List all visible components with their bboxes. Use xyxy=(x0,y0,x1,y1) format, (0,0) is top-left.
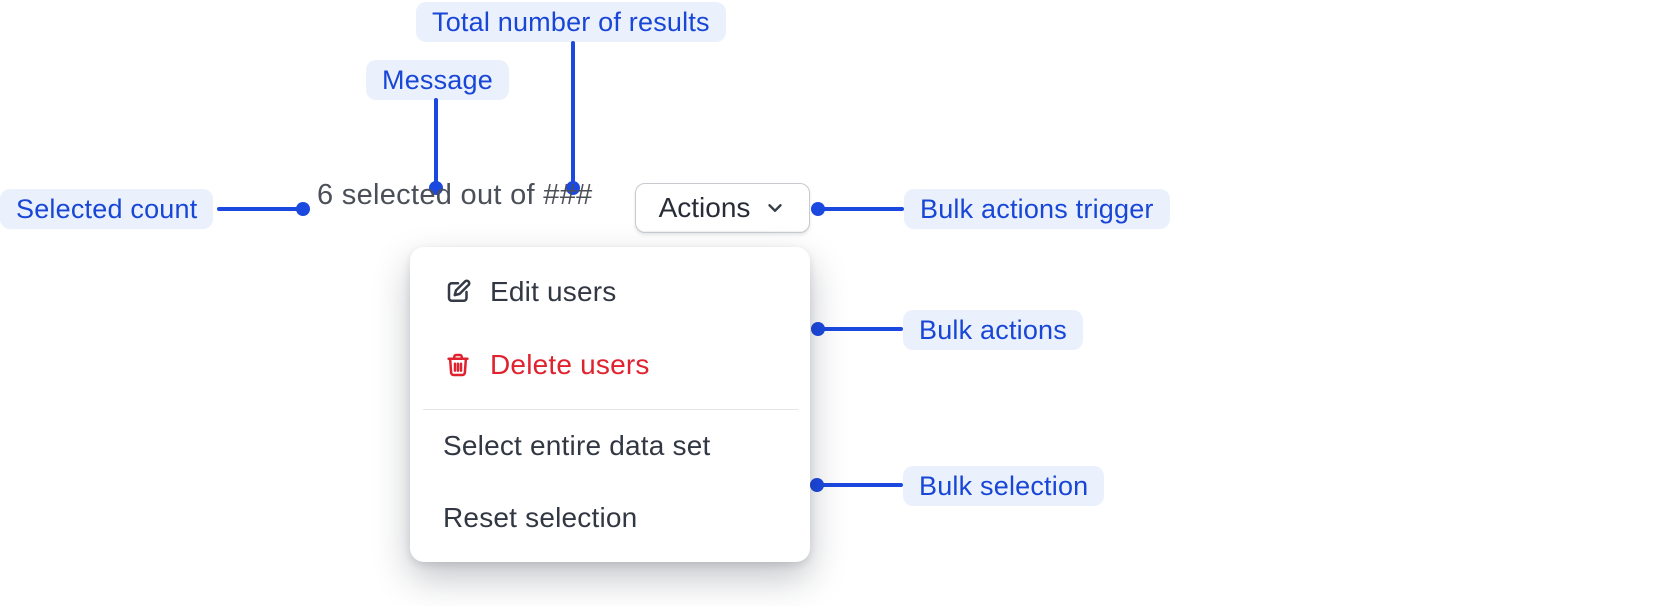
annotation-bulk-actions: Bulk actions xyxy=(903,310,1083,350)
menu-item-label: Select entire data set xyxy=(443,430,711,461)
actions-button-label: Actions xyxy=(658,192,751,223)
connector-dot-selected-count xyxy=(296,202,310,216)
menu-item-reset-selection[interactable]: Reset selection xyxy=(410,482,810,554)
trash-icon xyxy=(443,350,473,380)
menu-item-edit-users[interactable]: Edit users xyxy=(410,255,810,328)
bulk-actions-menu: Edit users Delete users Select entire da… xyxy=(410,247,810,562)
menu-item-label: Delete users xyxy=(490,348,650,380)
menu-item-label: Reset selection xyxy=(443,502,638,533)
connector-line-bulk-actions xyxy=(818,327,903,331)
annotation-selected-count: Selected count xyxy=(0,189,214,229)
menu-divider xyxy=(423,409,798,410)
annotation-total-results: Total number of results xyxy=(416,2,726,42)
connector-line-total-results xyxy=(571,41,575,189)
chevron-down-icon xyxy=(764,197,786,219)
connector-line-selected-count xyxy=(217,207,303,211)
menu-item-delete-users[interactable]: Delete users xyxy=(410,328,810,401)
selection-count-message: 6 selected out of ### xyxy=(317,179,593,211)
annotation-bulk-actions-trigger: Bulk actions trigger xyxy=(904,189,1170,229)
bulk-actions-trigger-button[interactable]: Actions xyxy=(635,183,810,233)
menu-item-select-entire-data-set[interactable]: Select entire data set xyxy=(410,410,810,482)
menu-item-label: Edit users xyxy=(490,275,617,307)
edit-pencil-icon xyxy=(443,277,473,307)
annotation-message: Message xyxy=(366,60,509,100)
annotation-bulk-selection: Bulk selection xyxy=(903,466,1105,506)
connector-dot-message xyxy=(429,181,443,195)
connector-line-bulk-actions-trigger xyxy=(818,207,904,211)
connector-dot-total-results xyxy=(566,181,580,195)
connector-line-bulk-selection xyxy=(817,483,903,487)
connector-line-message xyxy=(434,98,438,189)
